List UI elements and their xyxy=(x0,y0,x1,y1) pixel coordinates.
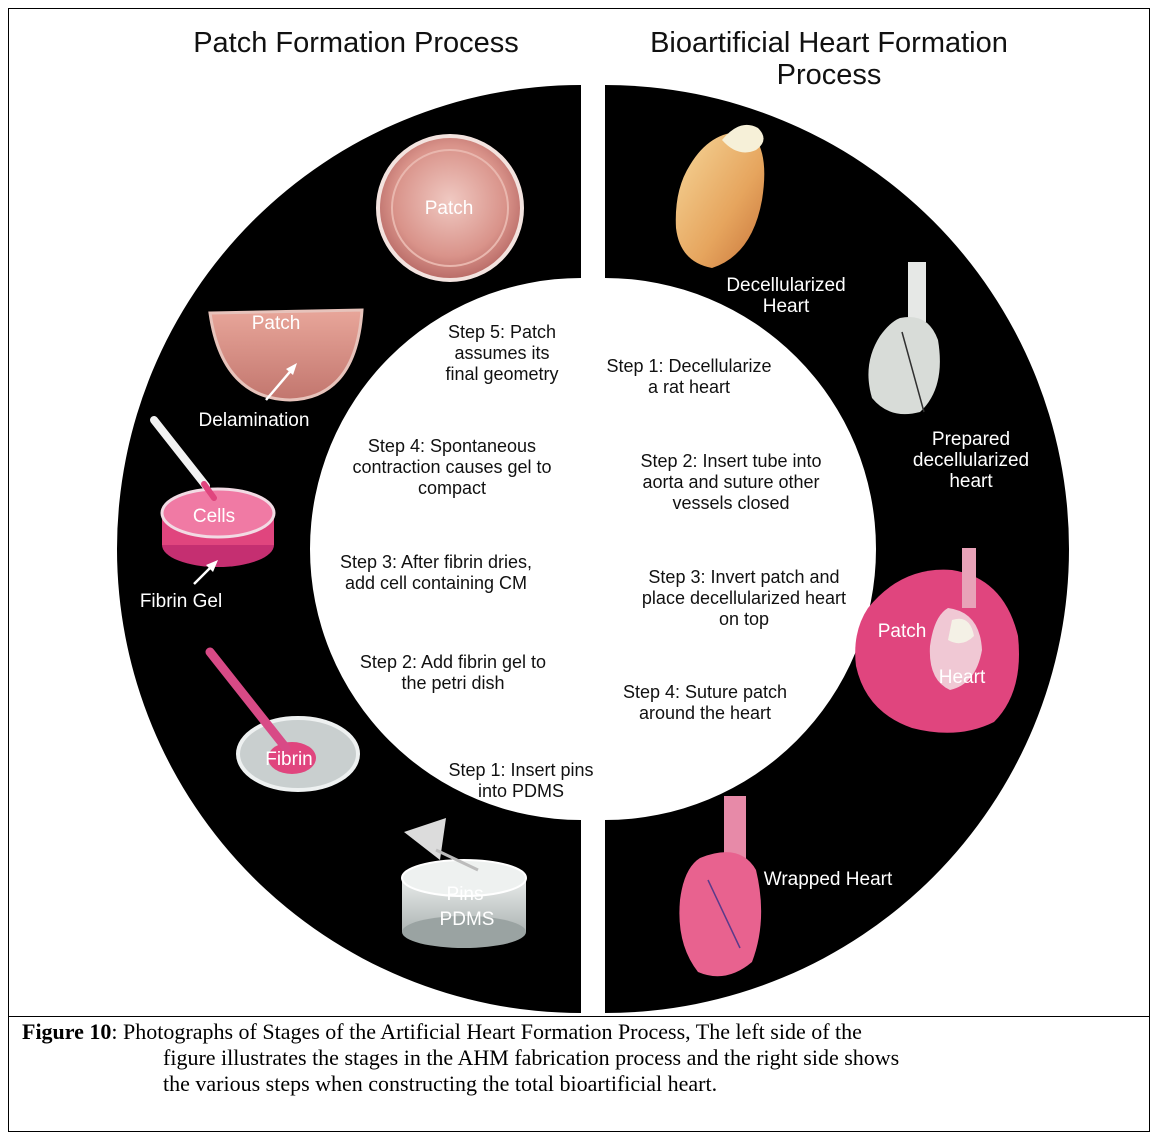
label-fibrin-gel: Fibrin Gel xyxy=(140,591,222,612)
svg-text:Step 4: Suture patch: Step 4: Suture patch xyxy=(623,682,787,702)
svg-text:Step 1: Decellularize: Step 1: Decellularize xyxy=(606,356,771,376)
patch-step-5: Step 5: Patch assumes its final geometry xyxy=(445,322,558,384)
heart-step-2: Step 2: Insert tube into aorta and sutur… xyxy=(640,451,821,513)
label-pins: Pins xyxy=(447,884,484,905)
label-heart-right: Heart xyxy=(939,667,986,688)
svg-text:Step 2: Add fibrin gel to: Step 2: Add fibrin gel to xyxy=(360,652,546,672)
svg-text:compact: compact xyxy=(418,478,486,498)
label-cells: Cells xyxy=(193,506,235,527)
label-fibrin: Fibrin xyxy=(265,749,313,770)
svg-text:the petri dish: the petri dish xyxy=(401,673,504,693)
svg-text:on top: on top xyxy=(719,609,769,629)
label-wrapped: Wrapped Heart xyxy=(764,869,893,890)
label-decellularized-2: Heart xyxy=(763,296,810,317)
caption-label: Figure 10 xyxy=(22,1019,111,1044)
label-pdms: PDMS xyxy=(440,909,495,930)
svg-text:a rat heart: a rat heart xyxy=(648,377,730,397)
svg-text:around the heart: around the heart xyxy=(639,703,771,723)
svg-text:assumes its: assumes its xyxy=(454,343,549,363)
label-delamination: Delamination xyxy=(199,410,310,431)
svg-text:Step 3: Invert patch and: Step 3: Invert patch and xyxy=(648,567,839,587)
label-patch-half: Patch xyxy=(252,313,301,334)
label-prepared-2: decellularized xyxy=(913,450,1029,471)
svg-text:Step 2: Insert tube into: Step 2: Insert tube into xyxy=(640,451,821,471)
patch-step-1: Step 1: Insert pins into PDMS xyxy=(448,760,593,801)
heart-step-4: Step 4: Suture patch around the heart xyxy=(623,682,787,723)
caption-line-1: Figure 10: Photographs of Stages of the … xyxy=(22,1019,1142,1045)
svg-text:add cell containing CM: add cell containing CM xyxy=(345,573,527,593)
caption-divider xyxy=(8,1016,1150,1017)
label-decellularized-1: Decellularized xyxy=(726,275,845,296)
svg-text:Step 3: After fibrin dries,: Step 3: After fibrin dries, xyxy=(340,552,532,572)
svg-text:aorta and suture other: aorta and suture other xyxy=(642,472,819,492)
svg-text:Step 1: Insert pins: Step 1: Insert pins xyxy=(448,760,593,780)
svg-text:vessels closed: vessels closed xyxy=(672,493,789,513)
left-panel-title: Patch Formation Process xyxy=(193,27,519,59)
label-prepared-1: Prepared xyxy=(932,429,1010,450)
label-patch-top: Patch xyxy=(425,198,474,219)
patch-step-2: Step 2: Add fibrin gel to the petri dish xyxy=(360,652,546,693)
svg-text:into PDMS: into PDMS xyxy=(478,781,564,801)
patch-step-4: Step 4: Spontaneous contraction causes g… xyxy=(352,436,551,498)
patch-step-3: Step 3: After fibrin dries, add cell con… xyxy=(340,552,532,593)
photo-patch-dish: Patch xyxy=(378,136,522,280)
label-prepared-3: heart xyxy=(949,471,993,492)
svg-text:Step 4: Spontaneous: Step 4: Spontaneous xyxy=(368,436,536,456)
heart-step-1: Step 1: Decellularize a rat heart xyxy=(606,356,771,397)
figure-caption: Figure 10: Photographs of Stages of the … xyxy=(22,1019,1142,1097)
label-patch-right: Patch xyxy=(878,621,927,642)
heart-step-3: Step 3: Invert patch and place decellula… xyxy=(642,567,846,629)
svg-text:Step 5: Patch: Step 5: Patch xyxy=(448,322,556,342)
caption-line-2: figure illustrates the stages in the AHM… xyxy=(22,1045,1142,1071)
process-diagram: Patch Formation Process Bioartificial He… xyxy=(0,0,1155,1016)
svg-text:final geometry: final geometry xyxy=(445,364,558,384)
right-panel-title-line2: Process xyxy=(777,59,882,91)
svg-text:place decellularized heart: place decellularized heart xyxy=(642,588,846,608)
caption-line-3: the various steps when constructing the … xyxy=(22,1071,1142,1097)
right-panel-title-line1: Bioartificial Heart Formation xyxy=(650,27,1008,59)
svg-text:contraction causes gel to: contraction causes gel to xyxy=(352,457,551,477)
